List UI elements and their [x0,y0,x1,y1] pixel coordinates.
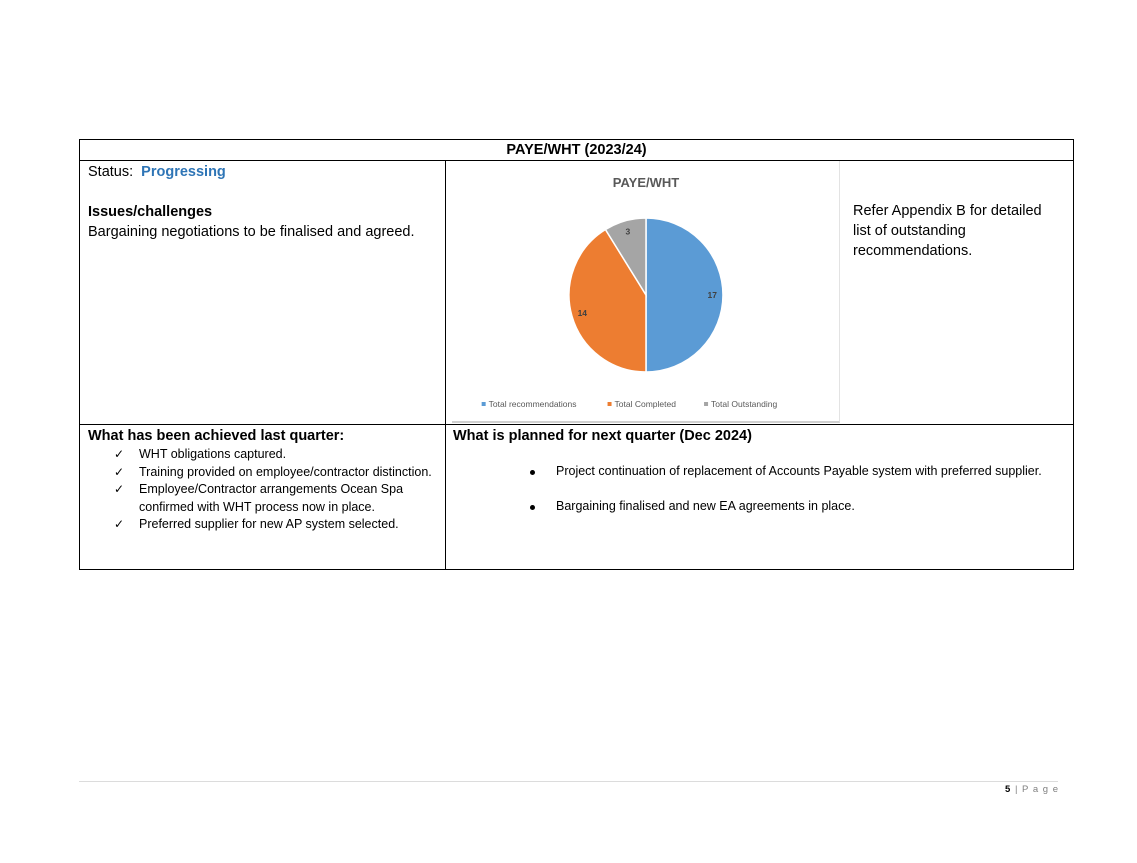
pie-slice [645,217,724,373]
achieved-item-text: WHT obligations captured. [139,447,287,461]
achieved-item-text: Training provided on employee/contractor… [139,464,432,479]
checkmark-icon: ✓ [114,517,125,531]
report-table: PAYE/WHT (2023/24) Status: Progressing I… [79,139,1074,570]
refer-note: Refer Appendix B for detailed list of ou… [853,203,1042,259]
achieved-cell: What has been achieved last quarter: ✓ WH… [88,427,438,534]
page-label: | P a g e [1014,784,1059,795]
footer-divider [79,781,1058,782]
status-value: Progressing [141,164,226,180]
legend-swatch [607,402,612,406]
achieved-item-text: Preferred supplier for new AP system sel… [139,517,399,531]
legend-label: Total recommendations [489,399,577,409]
data-label: 14 [578,308,588,318]
legend-label: Total Outstanding [711,399,777,409]
checkmark-icon: ✓ [114,447,125,461]
achieved-item: ✓ Employee/Contractor arrangements Ocean … [88,481,438,516]
column-divider [445,424,446,569]
checkmark-icon: ✓ [114,482,125,496]
issues-heading: Issues/challenges [88,204,213,220]
pie-slice [604,217,647,298]
planned-heading: What is planned for next quarter (Dec 20… [453,428,752,444]
column-divider [445,161,446,424]
achieved-list: ✓ WHT obligations captured. ✓ Training prov… [88,446,438,534]
legend-swatch [481,402,486,406]
planned-cell: What is planned for next quarter (Dec 20… [453,427,1068,515]
status-label: Status: [88,164,134,180]
data-label: 3 [626,226,631,236]
status-line: Status: Progressing [88,162,438,182]
data-label: 17 [707,290,717,300]
status-cell: Status: Progressing Issues/challenges Ba… [88,162,438,242]
checkmark-icon: ✓ [114,464,125,479]
achieved-item: ✓ Preferred supplier for new AP system se… [88,516,438,534]
bullet-icon [530,470,535,475]
planned-item-text: Project continuation of replacement of A… [556,464,1042,478]
planned-item: Project continuation of replacement of A… [453,463,1068,480]
planned-item-text: Bargaining finalised and new EA agreemen… [556,499,855,513]
row-divider [80,424,1073,425]
achieved-heading: What has been achieved last quarter: [88,428,345,444]
achieved-item: ✓ WHT obligations captured. [88,446,438,464]
legend-label: Total Completed [615,399,677,409]
planned-list: Project continuation of replacement of A… [453,463,1068,515]
legend-swatch [704,402,709,406]
bullet-icon [530,505,535,510]
achieved-item: ✓ Training provided on employee/contracto… [88,464,438,482]
achieved-item-text: Employee/Contractor arrangements Ocean S… [139,482,404,514]
table-title: PAYE/WHT (2023/24) [80,140,1073,161]
page-number: 5 | P a g e [1005,784,1059,795]
planned-item: Bargaining finalised and new EA agreemen… [453,498,1068,515]
page-number-value: 5 [1005,784,1012,795]
issues-text: Bargaining negotiations to be finalised … [88,224,415,240]
chart-title: PAYE/WHT [613,175,680,190]
